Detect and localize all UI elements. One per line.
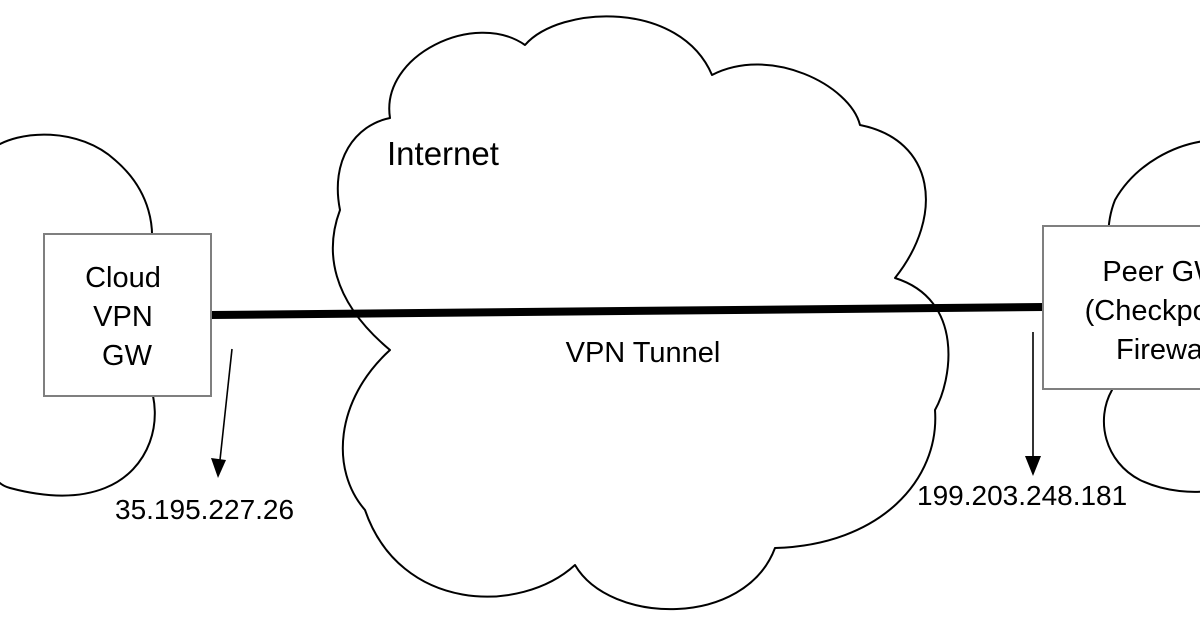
cloud-vpn-gw-label: Cloud VPN GW [85,262,169,372]
peer-gw-box [1042,225,1200,390]
cloud-vpn-gw-ip: 35.195.227.26 [115,494,294,525]
internet-label: Internet [387,135,499,172]
peer-gw-line-1: Peer GW [1102,256,1200,288]
peer-gw-label: Peer GW (Checkpoint Firewall [1085,256,1200,366]
peer-gw-line-2: (Checkpoint [1085,295,1200,327]
cloud-vpn-gw-line-1: Cloud [85,262,161,294]
cloud-vpn-gw-ip-arrowhead [211,458,226,478]
vpn-tunnel-line [210,303,1045,319]
peer-gw-ip: 199.203.248.181 [917,480,1127,511]
peer-gw-line-3: Firewall [1116,334,1200,366]
cloud-vpn-gw-line-2: VPN [93,301,153,333]
peer-gw-ip-arrowhead [1025,456,1041,476]
vpn-tunnel-label: VPN Tunnel [566,337,721,369]
cloud-vpn-gw-ip-arrow [219,348,233,461]
cloud-vpn-gw-box [43,233,212,397]
cloud-vpn-gw-line-3: GW [102,340,153,372]
